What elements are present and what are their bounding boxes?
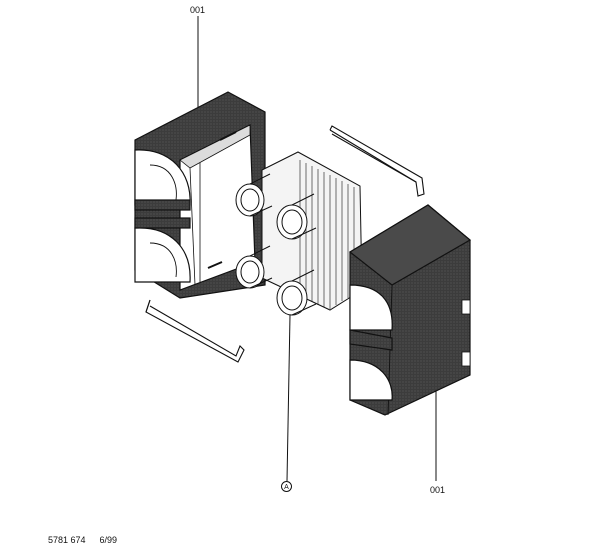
port-connection-upper-right [276, 193, 317, 240]
retaining-clip-top [329, 125, 425, 197]
left-insulation-shell [134, 91, 266, 299]
callout-label-top: 001 [190, 5, 206, 15]
right-insulation-shell [348, 204, 472, 416]
port-connection-lower-left [235, 245, 273, 289]
drawing-date: 6/99 [99, 535, 118, 545]
drawing-footer: 5781 674 6/99 [48, 535, 117, 545]
callout-marker-a: A [281, 481, 292, 492]
port-connection-lower-right [276, 269, 317, 316]
port-connection-upper-left [235, 173, 273, 217]
part-number: 5781 674 [48, 535, 86, 545]
retaining-clip-bottom [145, 299, 245, 363]
callout-label-right: 001 [430, 485, 446, 495]
